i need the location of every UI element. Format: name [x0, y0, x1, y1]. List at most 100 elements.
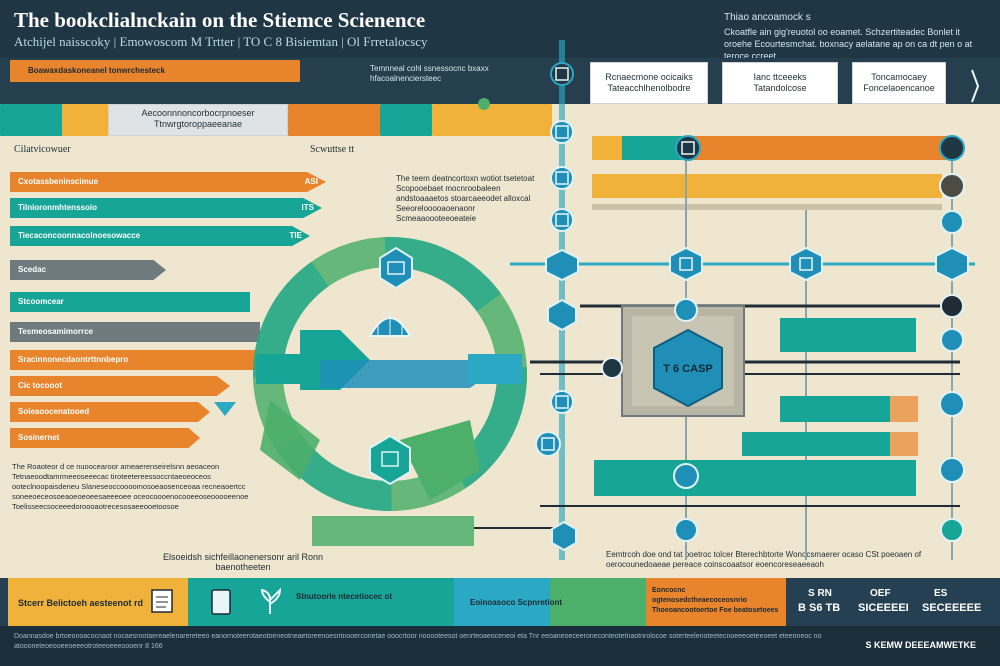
left-tag-2: Tilnioronmhtenssoio ITS: [10, 198, 322, 218]
left-tag-3-label: Tiecaconcoonnacolnoesowacce: [18, 231, 141, 240]
left-tag-10-label: Sosinernet: [18, 433, 60, 442]
left-tag-8-label: Cic tocooot: [18, 381, 62, 390]
node-icon-10: [675, 135, 701, 161]
header: The bookclialnckain on the Stiemce Scien…: [0, 0, 1000, 61]
footer-stat1: S RN: [808, 588, 832, 599]
band-yellow-mid: [432, 104, 552, 136]
right-bar-gray: [592, 204, 942, 210]
header-note-title: Thiao ancoamock s: [724, 12, 811, 23]
left-tag-9-label: Soieaoocenatooed: [18, 407, 90, 416]
footer-segment-3: [248, 578, 454, 626]
left-tag-7: Sracinnonecdaontrttnnbepro: [10, 350, 258, 370]
left-tag-6-label: Tesmeosamimorrce: [18, 327, 93, 336]
node-icon-1: [550, 62, 574, 86]
footer-seg2-text: Stnutoorle ntecetiocec ot: [296, 592, 393, 601]
central-node-label: T 6 CASP: [663, 363, 713, 375]
cycle-center-band: [320, 360, 490, 388]
top-center-note: Temnneal cohl ssnessocnc bxaxx hfacoalne…: [370, 64, 489, 83]
left-tag-6: Tesmeosamimorrce: [10, 322, 260, 342]
right-bar-yellow-1: [592, 136, 622, 160]
left-tag-7-label: Sracinnonecdaontrttnnbepro: [18, 355, 129, 364]
node-icon-7: [550, 390, 574, 414]
left-tag-10: Sosinernet: [10, 428, 200, 448]
node-icon-24: [939, 457, 965, 483]
plant-icon: [260, 587, 282, 614]
info-box-2: [722, 62, 838, 104]
footer-segment-6: [646, 578, 786, 626]
left-tag-5: Stcoomcear: [10, 292, 250, 312]
footer-seg1-text: Stcerr Beiictoeh aesteenot rd: [18, 598, 144, 608]
left-tag-8: Cic tocooot: [10, 376, 230, 396]
left-tag-4-label: Scedac: [18, 265, 47, 274]
right-bar-teal-1: [622, 136, 682, 160]
top-orange-bar: [10, 60, 300, 82]
left-tag-3-num: TIE: [289, 231, 302, 240]
left-tag-1-label: Cxotassbeninscimue: [18, 177, 99, 186]
left-tag-1-num: ASI: [304, 177, 318, 186]
cycle-node-top-icon: [379, 246, 413, 290]
footer-seg4-text: Eoncocnc ogtenosedctheaecoceosnrio Thoeo…: [652, 587, 779, 614]
node-icon-2: [550, 120, 574, 144]
cycle-left-leaf: [260, 400, 320, 480]
right-green-bar-4: [594, 460, 916, 496]
page-title: The bookclialnckain on the Stiemce Scien…: [14, 8, 426, 32]
node-icon-12: [674, 298, 698, 322]
node-icon-9: [551, 520, 577, 552]
left-section-heading: Cilatvicowuer: [14, 144, 71, 155]
footer-stat2b: SICEEEEI: [858, 602, 909, 614]
page-subtitle: Atchijel naisscoky | Emowoscom M Trtter …: [14, 34, 428, 49]
footer-stat1b: B S6 TB: [798, 602, 841, 614]
node-icon-20: [935, 246, 969, 282]
info-box-1: [590, 62, 708, 104]
node-icon-18: [939, 173, 965, 199]
bottom-fine-print: Doannasdoe brtoeonoacocnaot nocaesrootae…: [14, 633, 822, 650]
header-note-text: Ckoatfle ain gig'reuotol oo eoamet. Schz…: [724, 27, 973, 61]
center-paragraph: The teem deatncortoxn wotiot tsetetoat S…: [396, 174, 535, 223]
bottom-right-text: Eemtrcoh doe ond tat ooetroc tolcer Bter…: [606, 550, 922, 569]
indicator-dot: [478, 98, 490, 110]
footer-stat3b: SECEEEEE: [922, 602, 982, 614]
tablet-icon: [211, 589, 231, 615]
left-tag-1: Cxotassbeninscimue ASI: [10, 172, 326, 192]
info-box-3-label: Toncamocaey Foncelaoencanoe: [863, 72, 935, 93]
node-icon-3: [550, 166, 574, 190]
central-hexagon: [653, 328, 723, 408]
footer-segment-5: [550, 578, 646, 626]
band-gray-box: [108, 104, 288, 136]
right-bar-orange-1: [682, 136, 952, 160]
node-icon-23: [939, 391, 965, 417]
left-tag-2-label: Tilnioronmhtenssoio: [18, 203, 97, 212]
band-orange-mid: [288, 104, 380, 136]
left-tag-5-label: Stcoomcear: [18, 297, 64, 306]
tool-icon: [971, 69, 980, 103]
node-icon-14: [673, 463, 699, 489]
band-teal-left: [0, 104, 62, 136]
left-tag-4: Scedac: [10, 260, 166, 280]
node-icon-17: [939, 135, 965, 161]
left-tag-9: Soieaoocenatooed: [10, 402, 210, 422]
info-box-1-label: Rcnaecmone ocicaiks Tateacchlhenolbodre: [605, 72, 693, 93]
right-green-bar-1: [780, 318, 916, 352]
node-icon-4: [550, 208, 574, 232]
mid-section-heading: Scwuttse tt: [310, 144, 355, 155]
cycle-lower-leaf: [400, 420, 480, 500]
node-icon-8: [535, 431, 561, 457]
left-tag-3: Tiecaconcoonnacolnoesowacce TIE: [10, 226, 310, 246]
dome-icon: [368, 312, 412, 337]
node-icon-22: [940, 328, 964, 352]
left-paragraph: The Roaoteor d ce nuoocearoor ameaerense…: [12, 462, 249, 511]
cycle-node-bottom-icon: [369, 434, 411, 486]
cycle-base-bar: [312, 516, 474, 546]
document-icon: [151, 589, 173, 613]
node-icon-11: [669, 246, 703, 282]
info-box-2-label: Ianc ttceeeks Tatandolcose: [753, 72, 807, 93]
right-orange-end-2: [890, 432, 918, 456]
info-box-3: [852, 62, 946, 104]
footer-stat3: ES: [934, 588, 948, 599]
bottom-mid-text: Elsoeidsh sichfeillaonenersonr aril Ronn…: [162, 552, 324, 572]
left-tag-2-num: ITS: [301, 203, 314, 212]
node-icon-16: [789, 246, 823, 282]
bottom-band: Doannasdoe brtoeonoacocnaot nocaesrootae…: [0, 626, 1000, 666]
